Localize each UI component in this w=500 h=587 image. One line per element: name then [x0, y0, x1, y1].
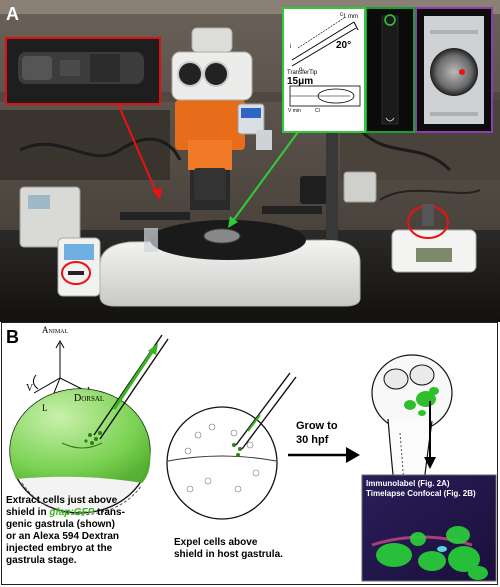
confocal-micrograph [361, 474, 497, 582]
donor-caption: Extract cells just above shield in gfap:… [6, 495, 166, 567]
panel-b-letter: B [6, 327, 19, 347]
donor-embryo [9, 388, 151, 516]
apparatus-photo [0, 0, 500, 322]
grow-label-line: Grow to [296, 420, 338, 432]
donor-caption-line: gastrula stage. [6, 555, 77, 566]
tip-size-label: 15μm [287, 76, 314, 87]
micrograph-label: Immunolabel (Fig. 2A) Timelapse Confocal… [366, 479, 476, 499]
grow-label: Grow to 30 hpf [296, 419, 338, 447]
micrograph-label-line: Timelapse Confocal (Fig. 2B) [366, 489, 476, 498]
compass-l-label: L [42, 403, 48, 413]
host-caption-line: Expel cells above [174, 537, 258, 548]
compass-animal-label: Animal [42, 325, 69, 335]
inset-tip-photo [365, 7, 415, 133]
panel-a-photo: 1 mm 20° TransferTip 15μm i o c V min Cl [0, 0, 500, 322]
grow-label-line: 30 hpf [296, 434, 329, 446]
donor-caption-line: Extract cells just above [6, 495, 118, 506]
inset-embryo-dish [415, 7, 493, 133]
inset-tip-schematic [282, 7, 366, 133]
transplant-drawing [9, 334, 497, 582]
micrograph-label-line: Immunolabel (Fig. 2A) [366, 479, 450, 488]
angle-label: 20° [336, 40, 352, 51]
grow-arrow [288, 447, 360, 463]
gene-name: gfap:GFP [49, 507, 95, 518]
panel-b-illustration: Animal Dorsal V L Extract cells just abo… [1, 322, 498, 585]
label-vmin: V min [288, 108, 301, 114]
donor-caption-line: shield in gfap:GFP trans- [6, 507, 166, 519]
donor-caption-text: shield in [6, 507, 50, 518]
host-pipette [235, 372, 297, 450]
label-o: o [299, 67, 303, 73]
label-cl: Cl [315, 108, 320, 114]
panel-a-letter: A [6, 4, 19, 24]
donor-pipette [93, 334, 169, 440]
donor-caption-line: injected embryo at the [6, 543, 113, 554]
donor-caption-text: trans- [94, 507, 125, 518]
dimension-1mm-label: 1 mm [343, 14, 358, 20]
compass-dorsal-label: Dorsal [74, 393, 105, 404]
host-caption: Expel cells above shield in host gastrul… [174, 537, 314, 561]
host-embryo [166, 406, 278, 520]
donor-caption-line: genic gastrula (shown) [6, 519, 115, 530]
label-i: i [290, 44, 292, 50]
transfer-tip-label: TransferTip [287, 70, 318, 76]
host-caption-line: shield in host gastrula. [174, 549, 283, 560]
label-c: c [340, 12, 343, 18]
inset-camera [5, 37, 161, 105]
donor-caption-line: or an Alexa 594 Dextran [6, 531, 120, 542]
compass-v-label: V [26, 383, 34, 394]
